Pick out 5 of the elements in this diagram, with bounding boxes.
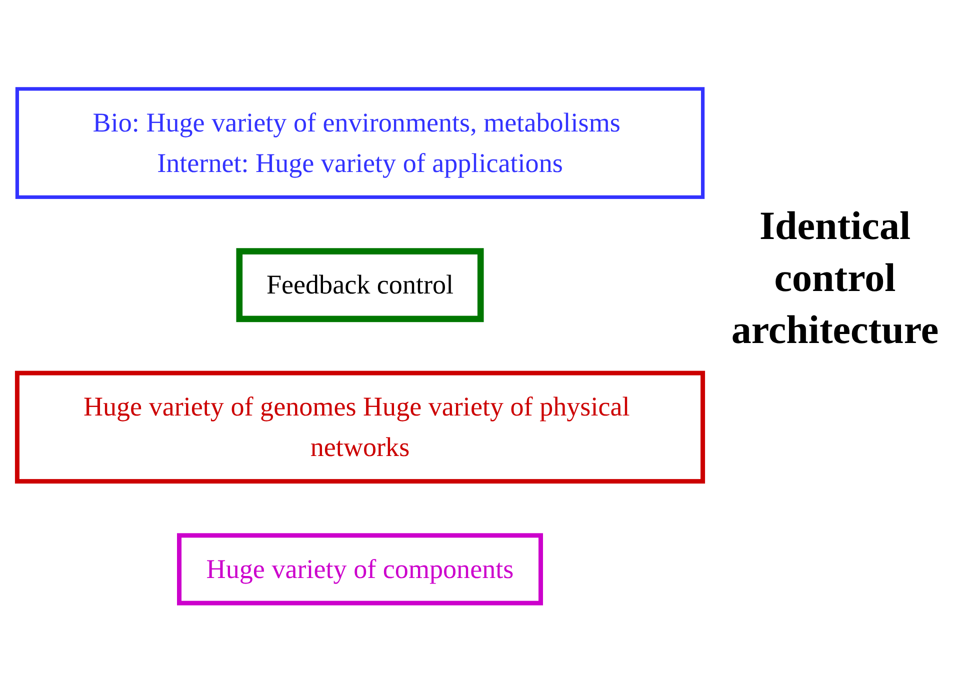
- text-box: Huge variety of components: [177, 533, 543, 606]
- heading-text: Identical control architecture: [730, 202, 940, 354]
- text-box: Bio: Huge variety of environments, metabolisms Internet: Huge variety of applications: [15, 87, 705, 199]
- text-box: Huge variety of genomes Huge variety of physical networks: [14, 370, 706, 484]
- text-box: Feedback control: [236, 248, 484, 322]
